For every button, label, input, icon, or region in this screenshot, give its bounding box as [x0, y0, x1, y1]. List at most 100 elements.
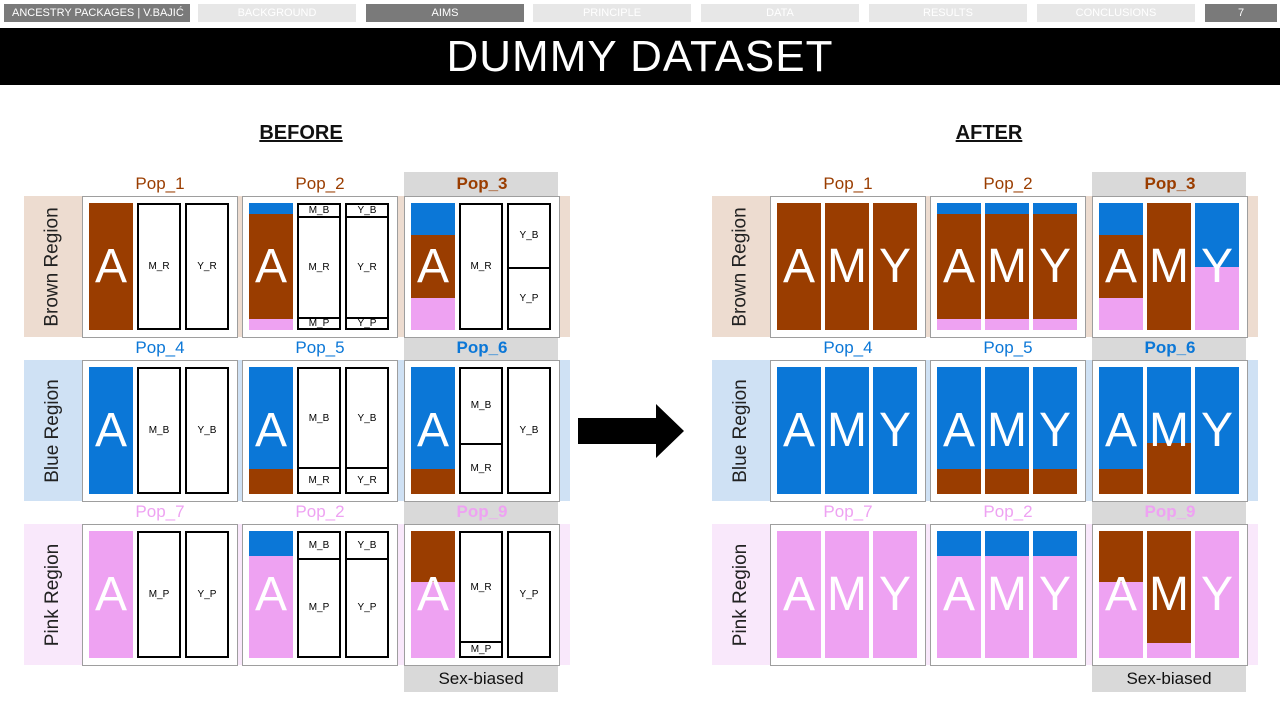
segment-blue: [1099, 203, 1143, 235]
marker-cell: Y_R: [347, 467, 387, 492]
ychrom-bar: Y_B Y_R: [345, 367, 389, 494]
region-label-text: Brown Region: [42, 206, 63, 327]
ancestry-bar: Y: [1033, 203, 1077, 330]
sex-biased-header: [1092, 500, 1246, 524]
segment-pink: [825, 531, 869, 658]
pop-label: Pop_6: [1144, 338, 1196, 357]
ancestry-bar: A: [937, 367, 981, 494]
segment-pink: [1147, 642, 1191, 658]
segment-blue: [937, 367, 981, 469]
nav-item-background[interactable]: BACKGROUND: [198, 4, 356, 22]
pop-label: Pop_7: [135, 502, 185, 521]
segment-pink: [873, 531, 917, 658]
segment-blue: [249, 531, 293, 557]
marker-cell: M_B: [308, 412, 330, 424]
region-label-text: Blue Region: [42, 378, 63, 483]
marker-cell: Y_P: [509, 266, 549, 329]
pop-label: Pop_9: [1144, 502, 1196, 521]
marker-cell: Y_B: [357, 412, 377, 424]
segment-blue: [985, 367, 1029, 469]
segment-blue: [249, 203, 293, 215]
segment-blue: [937, 203, 981, 215]
marker-cell: Y_P: [347, 557, 387, 656]
ancestry-bar: Y: [873, 367, 917, 494]
segment-blue: [985, 531, 1029, 557]
region-label: Pink Region: [712, 524, 770, 665]
segment-pink: [1195, 531, 1239, 658]
pop-label: Pop_3: [456, 174, 508, 193]
marker-cell: M_P: [461, 641, 501, 656]
nav-item-conclusions[interactable]: CONCLUSIONS: [1037, 4, 1195, 22]
segment-brown: [1147, 531, 1191, 643]
ancestry-bar: A: [1099, 367, 1143, 494]
slide-number: 7: [1205, 4, 1277, 22]
marker-cell: M_B: [148, 425, 170, 436]
segment-pink: [1033, 556, 1077, 658]
region-label-text: Blue Region: [730, 378, 751, 483]
segment-pink: [985, 556, 1029, 658]
pop-label: Pop_4: [135, 338, 185, 357]
segment-brown: [411, 531, 455, 582]
segment-brown: [411, 234, 455, 299]
pop-label: Pop_1: [135, 174, 185, 193]
segment-blue: [1033, 531, 1077, 557]
marker-cell: M_R: [461, 442, 501, 492]
ancestry-bar: M: [825, 203, 869, 330]
segment-pink: [1033, 318, 1077, 330]
marker-cell: Y_B: [519, 425, 539, 436]
ancestry-bar: M: [1147, 531, 1191, 658]
nav-item-results[interactable]: RESULTS: [869, 4, 1027, 22]
segment-brown: [777, 203, 821, 330]
segment-brown: [937, 214, 981, 319]
ancestry-bar: Y: [873, 203, 917, 330]
after-heading: AFTER: [955, 122, 1023, 144]
pop-label: Pop_3: [1144, 174, 1196, 193]
sex-biased-label: Sex-biased: [404, 666, 558, 692]
nav-item-aims[interactable]: AIMS: [366, 4, 524, 22]
segment-blue: [873, 367, 917, 494]
marker-cell: M_B: [308, 539, 330, 551]
ancestry-bar: Y: [1195, 203, 1239, 330]
segment-brown: [1033, 468, 1077, 494]
marker-cell: M_R: [299, 467, 339, 492]
ancestry-bar: A: [89, 367, 133, 494]
segment-brown: [1147, 203, 1191, 330]
marker-cell: Y_P: [347, 316, 387, 329]
segment-pink: [937, 556, 981, 658]
marker-cell: M_P: [299, 557, 339, 656]
marker-cell: M_R: [470, 581, 492, 593]
segment-blue: [1195, 203, 1239, 267]
marker-cell: Y_R: [347, 216, 387, 317]
top-nav: ANCESTRY PACKAGES | V.BAJIĆ BACKGROUND A…: [0, 0, 1280, 26]
ancestry-bar: A: [777, 367, 821, 494]
slide-title: DUMMY DATASET: [446, 32, 834, 81]
mito-bar: M_R M_P: [459, 531, 503, 658]
segment-brown: [249, 214, 293, 319]
ancestry-bar: A: [777, 531, 821, 658]
marker-cell: M_P: [299, 316, 339, 329]
segment-pink: [1099, 581, 1143, 658]
title-bar: DUMMY DATASET: [0, 28, 1280, 85]
ancestry-bar: Y: [1195, 531, 1239, 658]
segment-brown: [249, 468, 293, 494]
ancestry-bar: A: [1099, 531, 1143, 658]
marker-cell: Y_B: [197, 425, 217, 436]
segment-pink: [985, 318, 1029, 330]
mito-bar: M_B M_R: [297, 367, 341, 494]
nav-item-data[interactable]: DATA: [701, 4, 859, 22]
ancestry-bar: M: [825, 531, 869, 658]
nav-item-principle[interactable]: PRINCIPLE: [533, 4, 691, 22]
ancestry-bar: A: [249, 203, 293, 330]
segment-brown: [89, 203, 133, 330]
segment-blue: [777, 367, 821, 494]
segment-brown: [1099, 468, 1143, 494]
ancestry-bar: Y: [1195, 367, 1239, 494]
segment-blue: [1147, 367, 1191, 444]
